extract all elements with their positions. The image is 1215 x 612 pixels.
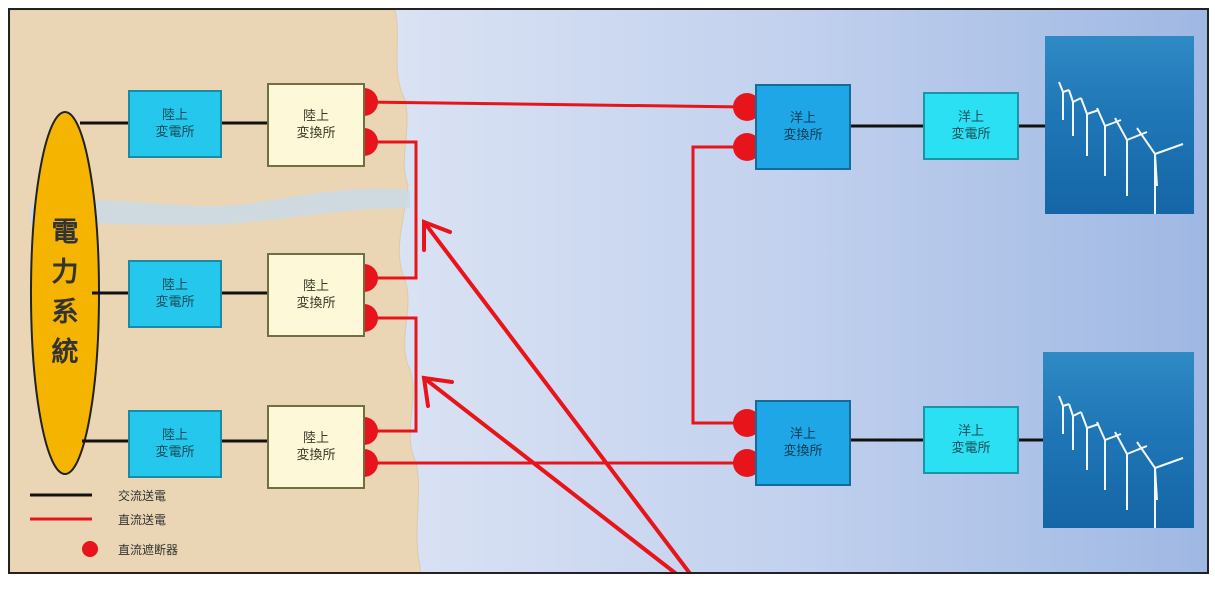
box-label-line: 洋上 [957, 110, 984, 125]
grid-label-char: 系 [51, 297, 79, 328]
ac-lines [80, 121, 1045, 443]
grid-label-char: 電 [51, 217, 79, 248]
dc-line [691, 145, 745, 425]
box-label-line: 変電所 [951, 127, 991, 142]
box-label-line: 陸上 [161, 428, 188, 443]
legend-dc-label: 直流送電 [118, 513, 167, 527]
wind-turbines [1058, 81, 1184, 214]
box-label-line: 変換所 [296, 296, 336, 311]
grid-label: 電 力 系 統 [30, 112, 100, 474]
box-label-line: 洋上 [957, 424, 984, 439]
diagram-frame: 電 力 系 統 陸上 変電所 陸上 変電所 陸上 変電所 陸上 変換所 陸上 変… [8, 8, 1209, 574]
legend-breaker-label: 直流遮断器 [118, 543, 179, 557]
onshore-converter: 陸上 変換所 [267, 83, 365, 167]
land-texture [10, 10, 422, 572]
dc-lines [363, 100, 746, 465]
box-label-line: 変換所 [783, 444, 823, 459]
breaker-dot [733, 133, 761, 161]
box-label-line: 陸上 [161, 278, 188, 293]
arrow-line [422, 376, 678, 572]
onshore-converter: 陸上 変換所 [267, 253, 365, 337]
legend-ac-label: 交流送電 [118, 489, 167, 503]
grid-label-char: 統 [51, 337, 79, 368]
box-label-line: 変電所 [155, 125, 195, 140]
offshore-substation: 洋上 変電所 [923, 92, 1019, 160]
box-label-line: 陸上 [302, 279, 329, 294]
box-label-line: 変電所 [951, 441, 991, 456]
box-label-line: 洋上 [789, 427, 816, 442]
dc-line [364, 140, 418, 280]
arrow-line [422, 220, 692, 572]
arrow-head [421, 375, 454, 408]
onshore-substation: 陸上 変電所 [128, 90, 222, 158]
box-label-line: 洋上 [789, 111, 816, 126]
dc-line [363, 100, 746, 109]
river [30, 188, 410, 226]
wind-farm-image [1043, 352, 1194, 528]
annotation-arrows [421, 219, 692, 572]
box-label-line: 陸上 [302, 431, 329, 446]
box-label-line: 変電所 [155, 295, 195, 310]
grid-label-char: 力 [51, 257, 79, 288]
offshore-converter: 洋上 変換所 [755, 84, 851, 170]
legend-breaker-swatch [82, 541, 98, 557]
breaker-dot [733, 93, 761, 121]
box-label-line: 変電所 [155, 445, 195, 460]
dc-line [364, 316, 418, 433]
offshore-converter: 洋上 変換所 [755, 400, 851, 486]
box-label-line: 陸上 [161, 108, 188, 123]
box-label-line: 変換所 [296, 448, 336, 463]
wind-turbines [1058, 395, 1184, 528]
box-label-line: 変換所 [296, 126, 336, 141]
box-label-line: 陸上 [302, 109, 329, 124]
onshore-substation: 陸上 変電所 [128, 260, 222, 328]
breaker-dot [733, 409, 761, 437]
box-label-line: 変換所 [783, 128, 823, 143]
arrow-head [422, 219, 452, 252]
onshore-converter: 陸上 変換所 [267, 405, 365, 489]
offshore-substation: 洋上 変電所 [923, 406, 1019, 474]
wind-farm-image [1045, 36, 1194, 214]
onshore-substation: 陸上 変電所 [128, 410, 222, 478]
breaker-dot [733, 449, 761, 477]
